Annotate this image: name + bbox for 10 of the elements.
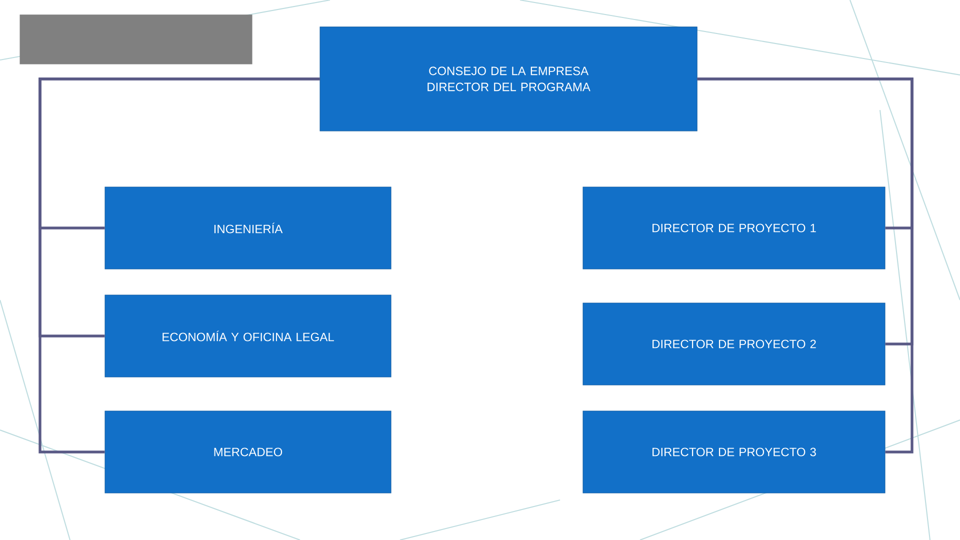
- connector-line: [697, 78, 914, 454]
- org-box: MERCADEO: [104, 410, 392, 494]
- org-box: ECONOMÍA Y OFICINA LEGAL: [104, 294, 392, 378]
- org-box: DIRECTOR DE PROYECTO 2: [582, 302, 886, 386]
- org-box: CONSEJO DE LA EMPRESA DIRECTOR DEL PROGRAMA: [320, 26, 698, 132]
- org-box: DIRECTOR DE PROYECTO 1: [582, 186, 886, 270]
- org-box: INGENIERÍA: [104, 186, 392, 270]
- title-bar: [20, 14, 252, 64]
- connector-line: [38, 78, 320, 454]
- org-box: DIRECTOR DE PROYECTO 3: [582, 410, 886, 494]
